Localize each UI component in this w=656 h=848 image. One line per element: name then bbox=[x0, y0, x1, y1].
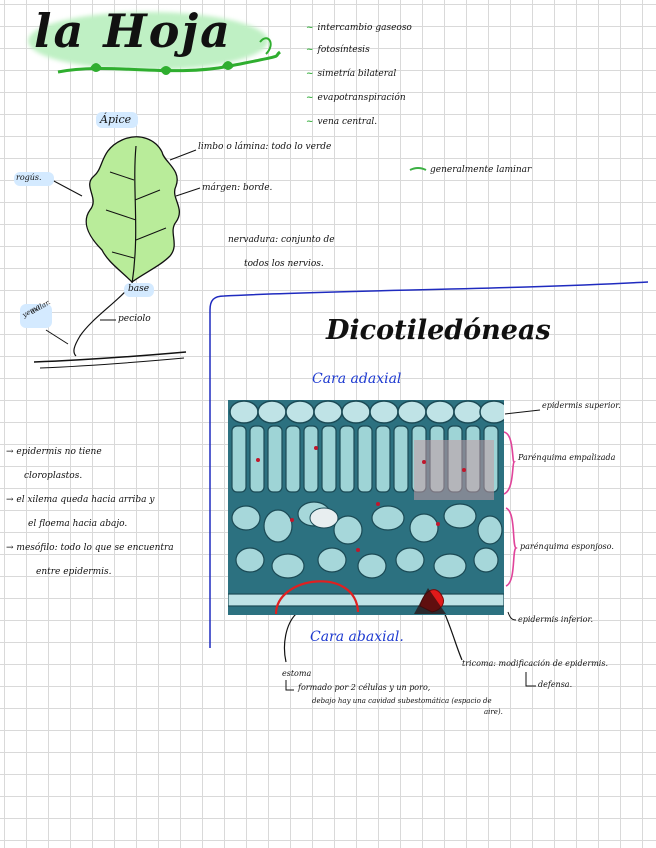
stoma-highlight-circle bbox=[276, 581, 358, 614]
trichome-sub-label: defensa. bbox=[538, 681, 572, 689]
stoma-note-1: formado por 2 células y un poro, bbox=[298, 684, 430, 692]
lower-face-label: Cara abaxial. bbox=[310, 630, 404, 644]
trichome-label: tricoma: modificación de epidermis. bbox=[462, 660, 608, 668]
lower-epidermis-label: epidermis inferior. bbox=[518, 616, 593, 624]
stoma-label: estoma bbox=[282, 670, 311, 678]
palisade-label: Parénquima empalizada bbox=[518, 454, 615, 462]
stoma-note-3: aire). bbox=[484, 709, 503, 716]
upper-epidermis-label: epidermis superior. bbox=[542, 402, 621, 410]
stoma-note-2: debajo hay una cavidad subestomática (es… bbox=[312, 698, 492, 705]
spongy-label: parénquima esponjoso. bbox=[520, 543, 614, 551]
